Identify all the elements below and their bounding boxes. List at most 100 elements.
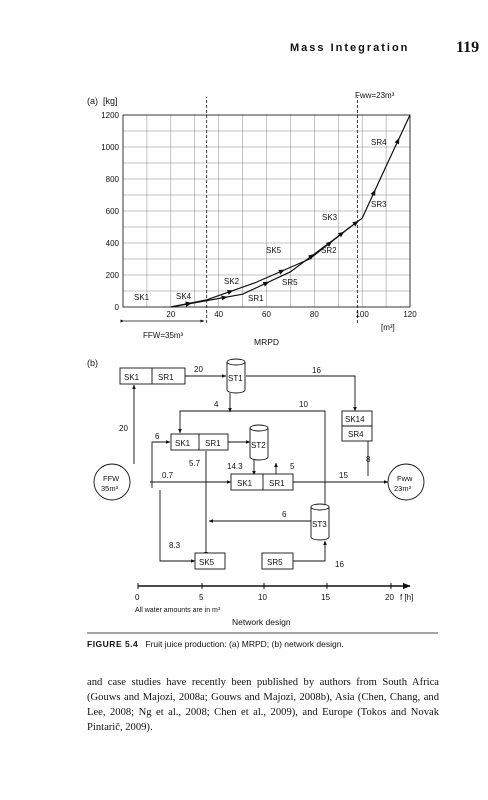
timeline-tick-15: 15 bbox=[321, 593, 330, 602]
y-unit: [kg] bbox=[103, 96, 118, 106]
running-head: Mass Integration bbox=[290, 42, 410, 54]
timeline-tick-0: 0 bbox=[135, 593, 140, 602]
fww-sink-label: Fww bbox=[397, 474, 413, 483]
tank-label-st3: ST3 bbox=[312, 520, 327, 529]
box-sk1-mid: SK1 bbox=[175, 439, 191, 448]
ffw-source-value: 35m³ bbox=[101, 484, 119, 493]
sk1-sr1-low-box bbox=[230, 473, 294, 491]
y-tick-label: 600 bbox=[106, 207, 120, 216]
sk5-box bbox=[194, 552, 226, 570]
x-tick-label: 80 bbox=[310, 310, 319, 319]
ffw-label: FFW=35m³ bbox=[143, 331, 184, 340]
segment-label-sk3: SK3 bbox=[322, 213, 338, 222]
curve-arrow bbox=[308, 254, 315, 260]
timeline-tick-20: 20 bbox=[385, 593, 394, 602]
flow-6-mid: 6 bbox=[282, 510, 287, 519]
y-tick-label: 200 bbox=[106, 271, 120, 280]
body-paragraph: and case studies have recently been publ… bbox=[87, 677, 439, 733]
y-tick-label: 1200 bbox=[101, 111, 119, 120]
flow-5-7: 5.7 bbox=[189, 459, 201, 468]
y-tick-label: 400 bbox=[106, 239, 120, 248]
chart-ticks: 0 200 400 600 800 1000 1200 20 40 60 80 100 120 bbox=[101, 111, 417, 319]
tank-label-st2: ST2 bbox=[251, 441, 266, 450]
box-sr1-mid: SR1 bbox=[205, 439, 221, 448]
x-tick-label: 60 bbox=[262, 310, 271, 319]
flow-8: 8 bbox=[366, 455, 371, 464]
tank-label-st1: ST1 bbox=[228, 374, 243, 383]
flow-16-top: 16 bbox=[312, 366, 321, 375]
curve-arrow bbox=[370, 189, 376, 196]
x-axis-label: MRPD bbox=[254, 337, 279, 347]
segment-label-sr3: SR3 bbox=[371, 200, 387, 209]
curve-arrow bbox=[352, 220, 359, 227]
box-sk1-low: SK1 bbox=[237, 479, 253, 488]
timeline-note: All water amounts are in m³ bbox=[135, 607, 221, 614]
panel-a-label: (a) bbox=[87, 96, 98, 106]
flow-15: 15 bbox=[339, 471, 348, 480]
tank-st2 bbox=[249, 428, 269, 461]
segment-label-sk5: SK5 bbox=[266, 246, 282, 255]
flow-10: 10 bbox=[299, 400, 308, 409]
chart-curves bbox=[170, 97, 411, 323]
timeline-unit: f [h] bbox=[400, 593, 413, 602]
flow-20-left: 20 bbox=[119, 424, 128, 433]
box-sk14: SK14 bbox=[345, 415, 365, 424]
page-number: 119 bbox=[456, 39, 480, 56]
flow-16-bot: 16 bbox=[335, 560, 344, 569]
sk1-sr1-mid-box bbox=[170, 433, 229, 451]
segment-label-sr2: SR2 bbox=[321, 246, 337, 255]
fww-sink-node bbox=[387, 463, 425, 501]
segment-label-sk2: SK2 bbox=[224, 277, 240, 286]
x-tick-label: 100 bbox=[355, 310, 369, 319]
tank-st3 bbox=[310, 507, 330, 541]
box-sr5: SR5 bbox=[267, 558, 283, 567]
x-tick-label: 40 bbox=[214, 310, 223, 319]
ffw-source-node bbox=[93, 463, 131, 501]
timeline-tick-5: 5 bbox=[199, 593, 204, 602]
caption-label: FIGURE 5.4 bbox=[87, 639, 139, 649]
fww-label: Fww=23m³ bbox=[355, 91, 395, 100]
box-sr4: SR4 bbox=[348, 430, 364, 439]
figure-caption: FIGURE 5.4 Fruit juice production: (a) M… bbox=[87, 639, 344, 649]
segment-label-sk4: SK4 bbox=[176, 292, 192, 301]
plot-frame bbox=[122, 114, 411, 308]
box-sk5: SK5 bbox=[199, 558, 215, 567]
panel-b-label: (b) bbox=[87, 358, 98, 368]
tank-st1 bbox=[226, 362, 246, 394]
curve-arrow bbox=[221, 295, 228, 301]
y-tick-label: 1000 bbox=[101, 143, 119, 152]
figure: (a) [kg] Fww=23m³ 0200400600800100012002… bbox=[87, 91, 438, 634]
curve-arrow bbox=[278, 269, 285, 275]
network-lines bbox=[132, 374, 389, 563]
curve-arrow bbox=[185, 301, 192, 307]
caption-text: Fruit juice production: (a) MRPD; (b) ne… bbox=[145, 639, 344, 649]
flow-20-top: 20 bbox=[194, 365, 203, 374]
segment-label-sr1: SR1 bbox=[248, 294, 264, 303]
segment-label-sr5: SR5 bbox=[282, 278, 298, 287]
curve-arrow bbox=[337, 231, 345, 238]
sr5-box bbox=[261, 552, 294, 570]
curve-arrow bbox=[394, 137, 400, 145]
flow-5: 5 bbox=[290, 462, 295, 471]
chart-grid bbox=[122, 114, 411, 308]
flow-14-3: 14.3 bbox=[227, 462, 243, 471]
flow-0-7: 0.7 bbox=[162, 471, 174, 480]
flow-6: 6 bbox=[155, 432, 160, 441]
y-tick-label: 0 bbox=[115, 303, 120, 312]
box-sr1-top: SR1 bbox=[158, 373, 174, 382]
timeline-tick-10: 10 bbox=[258, 593, 267, 602]
flow-8-3: 8.3 bbox=[169, 541, 181, 550]
y-tick-label: 800 bbox=[106, 175, 120, 184]
fww-sink-value: 23m³ bbox=[394, 484, 412, 493]
x-tick-label: 20 bbox=[166, 310, 175, 319]
segment-label-sk1: SK1 bbox=[134, 293, 150, 302]
box-sr1-low: SR1 bbox=[269, 479, 285, 488]
x-tick-label: 120 bbox=[403, 310, 417, 319]
flow-4: 4 bbox=[214, 400, 219, 409]
x-unit: [m³] bbox=[381, 323, 395, 332]
ffw-source-label: FFW bbox=[103, 474, 120, 483]
segment-label-sr4: SR4 bbox=[371, 138, 387, 147]
curve-arrow bbox=[262, 281, 270, 287]
sk1-sr1-top-box bbox=[119, 367, 186, 385]
curve-arrow bbox=[226, 290, 234, 295]
